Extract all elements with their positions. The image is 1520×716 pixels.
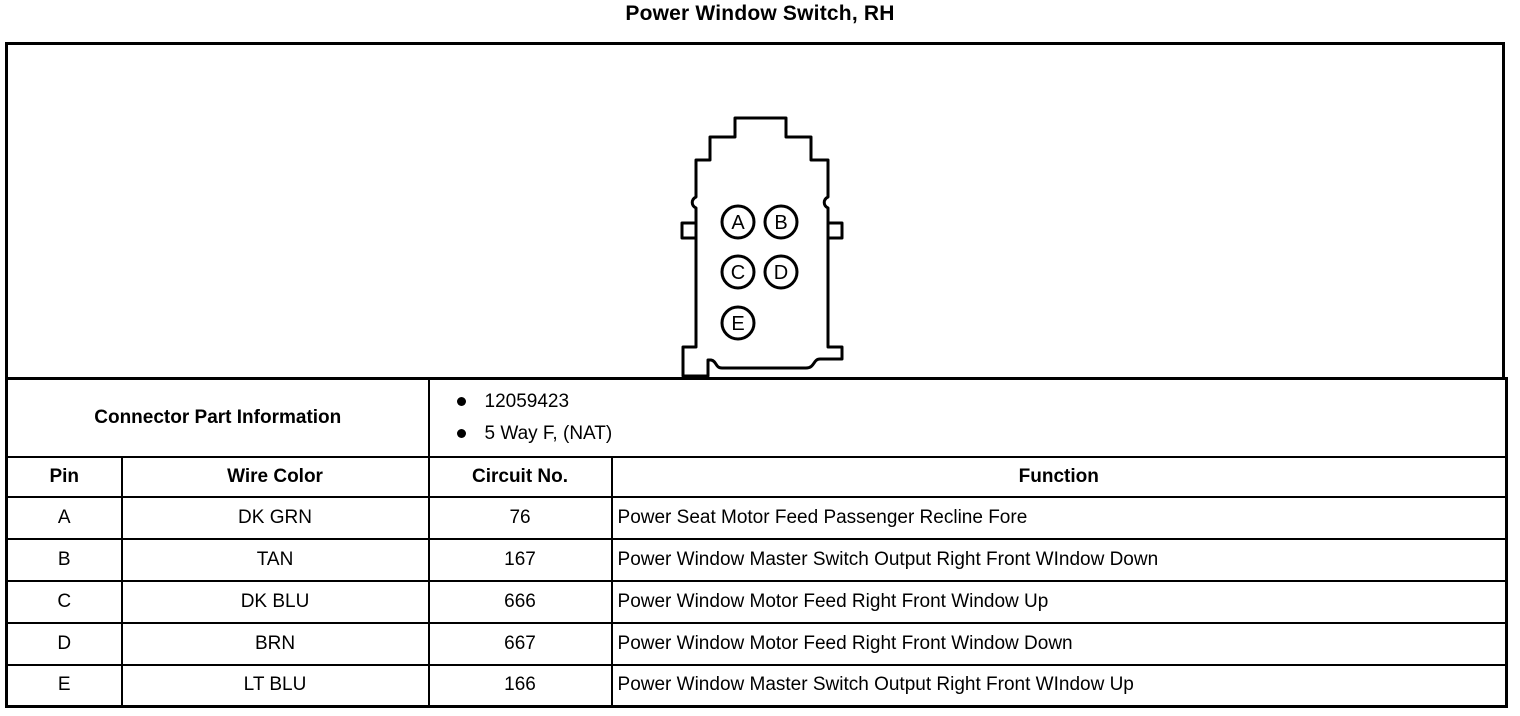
table-header-row: Pin Wire Color Circuit No. Function [5,455,1508,498]
pin-cell: D [5,621,123,666]
pin-b-label: B [774,212,787,234]
wire-color-cell: DK BLU [120,579,430,624]
pin-cell: E [5,663,123,708]
connector-body-outline [681,116,844,378]
function-cell: Power Window Master Switch Output Right … [610,663,1508,708]
function-cell: Power Window Master Switch Output Right … [610,537,1508,582]
connector-type: 5 Way F, (NAT) [484,422,613,444]
header-pin: Pin [5,455,123,498]
pin-cell: A [5,495,123,540]
connector-part-info-values: 12059423 5 Way F, (NAT) [427,377,1508,458]
part-number: 12059423 [484,390,570,412]
header-circuit-no: Circuit No. [427,455,613,498]
part-number-line: 12059423 [456,386,1501,418]
table-row: D BRN 667 Power Window Motor Feed Right … [5,621,1508,666]
bullet-icon [456,397,466,407]
wire-color-cell: LT BLU [120,663,430,708]
pin-cell: B [5,537,123,582]
pin-a-label: A [731,212,745,234]
pin-c-circle [720,254,756,290]
circuit-no-cell: 667 [427,621,613,666]
connector-right-tab [826,221,844,240]
pin-cell: C [5,579,123,624]
connector-type-line: 5 Way F, (NAT) [456,418,1501,450]
wire-color-cell: TAN [120,537,430,582]
function-cell: Power Seat Motor Feed Passenger Recline … [610,495,1508,540]
pin-a-circle [720,204,756,240]
table-row: C DK BLU 666 Power Window Motor Feed Rig… [5,579,1508,624]
wire-color-cell: DK GRN [120,495,430,540]
pinout-table: Connector Part Information 12059423 5 Wa… [5,377,1509,708]
pin-e-label: E [731,313,744,335]
connector-part-info-label: Connector Part Information [5,377,430,458]
bullet-icon [456,429,466,439]
header-function: Function [610,455,1508,498]
function-cell: Power Window Motor Feed Right Front Wind… [610,621,1508,666]
circuit-no-cell: 166 [427,663,613,708]
pin-c-label: C [731,262,745,284]
connector-left-tab [680,221,698,240]
pin-e-circle [720,305,756,341]
pin-d-circle [763,254,799,290]
table-row: B TAN 167 Power Window Master Switch Out… [5,537,1508,582]
circuit-no-cell: 666 [427,579,613,624]
circuit-no-cell: 167 [427,537,613,582]
function-cell: Power Window Motor Feed Right Front Wind… [610,579,1508,624]
circuit-no-cell: 76 [427,495,613,540]
connector-part-info-row: Connector Part Information 12059423 5 Wa… [5,377,1508,458]
page-title: Power Window Switch, RH [625,2,895,25]
connector-diagram-box: A B C D E [5,42,1505,380]
table-row: E LT BLU 166 Power Window Master Switch … [5,663,1508,708]
pin-b-circle [763,204,799,240]
table-row: A DK GRN 76 Power Seat Motor Feed Passen… [5,495,1508,540]
pin-d-label: D [774,262,788,284]
connector-outline-drawing: A B C D E [680,116,844,378]
wire-color-cell: BRN [120,621,430,666]
header-wire-color: Wire Color [120,455,430,498]
